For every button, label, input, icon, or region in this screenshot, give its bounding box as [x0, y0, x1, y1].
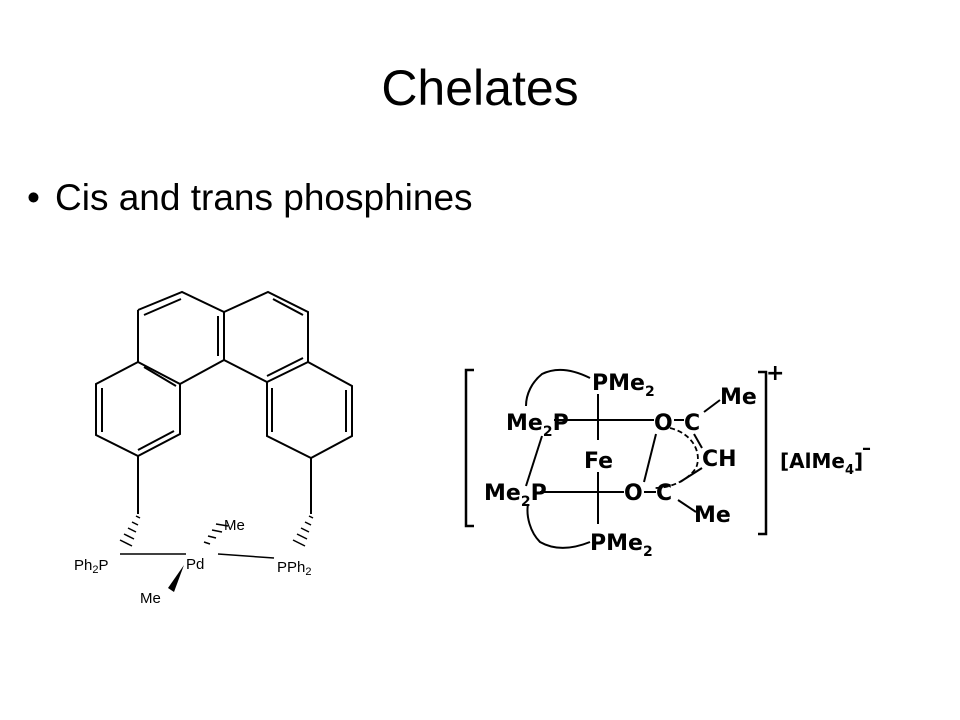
brackets [464, 368, 768, 536]
ph2p-label: Ph2P [74, 557, 109, 576]
bullet-item: • Cis and trans phosphines [27, 176, 473, 220]
oxygen-upper-label: O [654, 411, 673, 436]
ch-label: CH [702, 447, 737, 472]
wedge-bond [168, 565, 184, 592]
pd-bonds [120, 553, 275, 559]
methyl-upper-label: Me [720, 385, 757, 410]
charge-plus: + [766, 361, 784, 386]
carbon-lower-label: C [656, 481, 672, 506]
pph2-label: PPh2 [277, 559, 311, 578]
hashed-bonds [119, 515, 314, 547]
methyl-bottom-label: Me [140, 590, 161, 607]
complex-bonds [525, 368, 721, 549]
pme2-top-label: PMe2 [592, 371, 655, 400]
cis-phosphine-structure: Ph2P Pd PPh2 Me Me [74, 290, 353, 607]
methyl-top-label: Me [224, 517, 245, 534]
iron-label: Fe [584, 449, 613, 474]
counterion-label: [AlMe4] [780, 449, 863, 478]
pme2-bottom-label: PMe2 [590, 531, 653, 560]
me2p-upper-label: Me2P [506, 411, 569, 440]
phenanthrene-bonds [95, 290, 353, 514]
me2p-lower-label: Me2P [484, 481, 547, 510]
delocalized-bond [653, 427, 699, 489]
carbon-upper-label: C [684, 411, 700, 436]
slide-title: Chelates [381, 60, 579, 116]
oxygen-lower-label: O [624, 481, 643, 506]
trans-phosphine-structure: + PMe2 Me2P O C Me Fe CH Me2P O C Me PMe… [464, 361, 871, 560]
methyl-lower-label: Me [694, 503, 731, 528]
bullet-text: Cis and trans phosphines [55, 177, 473, 218]
counterion-charge: – [862, 438, 871, 459]
bullet-dot: • [27, 177, 40, 218]
pd-label: Pd [186, 556, 204, 573]
